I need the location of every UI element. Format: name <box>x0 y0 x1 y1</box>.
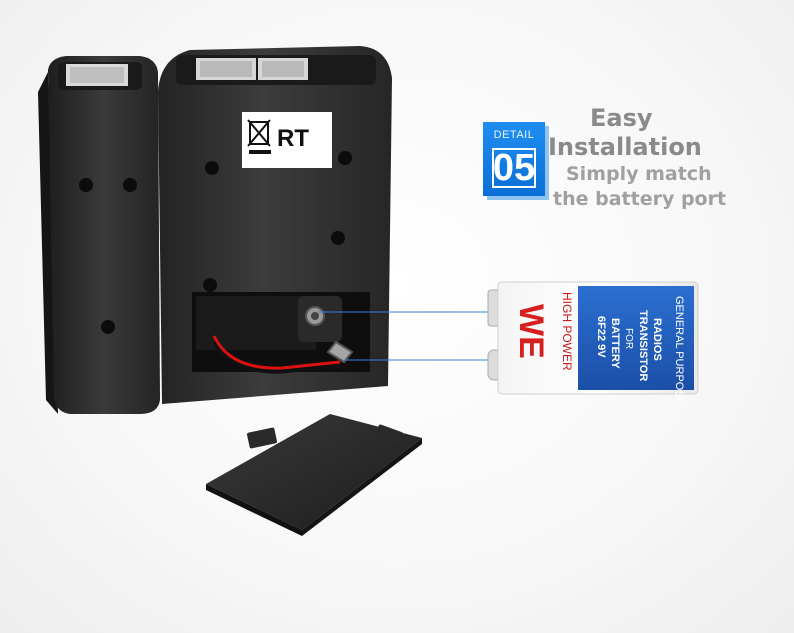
battery-text-radios: RADIOS <box>651 318 663 361</box>
detail-number-frame <box>492 148 536 188</box>
battery-cover <box>206 414 422 536</box>
battery-logo-text: WE <box>512 304 550 359</box>
battery-text-high-power: HIGH POWER <box>560 292 574 371</box>
battery-text-for: FOR <box>623 328 634 349</box>
battery-text-general-purpose: GENERAL PURPOSE <box>673 296 685 405</box>
detail-number: 05 <box>492 147 536 189</box>
subheading-line-2: the battery port <box>553 188 727 210</box>
battery-text-battery: BATTERY <box>609 318 621 369</box>
battery-9v: WE HIGH POWER 6F22 9V BATTERY FOR TRANSI… <box>487 281 699 405</box>
red-wire <box>212 335 341 370</box>
battery-logo: WE <box>512 304 550 359</box>
recycle-bin-icon <box>249 121 269 145</box>
main-unit: RT <box>158 46 392 404</box>
heading-line-2: Installation <box>548 133 702 161</box>
remote-unit <box>38 56 160 414</box>
battery-text-model: 6F22 9V <box>595 316 607 358</box>
black-wire <box>212 341 341 374</box>
detail-badge: DETAIL 05 <box>483 122 545 196</box>
subheading-line-1: Simply match <box>566 163 712 185</box>
detail-label: DETAIL <box>493 129 535 141</box>
label-brand: RT <box>277 125 309 152</box>
heading-line-1: Easy <box>590 104 653 132</box>
battery-text-transistor: TRANSISTOR <box>637 310 649 381</box>
